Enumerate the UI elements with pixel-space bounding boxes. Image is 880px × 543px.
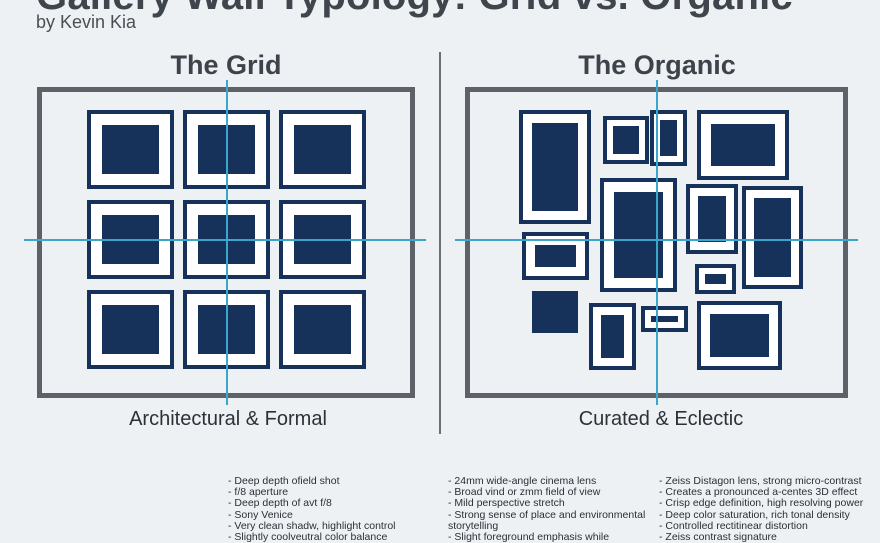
grid-caption: Architectural & Formal [129, 408, 327, 430]
organic-frame [641, 306, 688, 332]
organic-frame [697, 301, 782, 370]
notes-column-3: - Zeiss Distagon lens, strong micro-cont… [659, 475, 864, 543]
organic-frame [742, 186, 803, 289]
note-item: - Sony Venice [228, 508, 293, 521]
organic-frame [686, 184, 738, 254]
organic-frame [695, 264, 736, 294]
organic-horizontal-axis [455, 239, 858, 241]
note-item: - Very clean shadw, highlight control [228, 519, 396, 532]
note-item: - Deep depth ofield shot [228, 475, 340, 487]
note-item: - Controlled rectitinear distortion [659, 519, 808, 532]
note-item: - Crisp edge definition, high resolving … [659, 497, 864, 510]
organic-frame [697, 110, 789, 180]
panel-divider [439, 52, 441, 434]
note-item: - f/8 aperture [228, 486, 289, 499]
note-item: - Slight foreground emphasis while [448, 531, 610, 543]
notes-column-1: - Deep depth ofield shot- f/8 aperture- … [228, 475, 396, 543]
note-item: - Deep depth of avt f/8 [228, 497, 332, 510]
grid-vertical-axis [226, 80, 228, 405]
note-item: - 24mm wide-angle cinema lens [448, 475, 597, 487]
grid-frame [87, 290, 174, 369]
note-item: - Broad vind or zmm field of view [448, 486, 601, 499]
organic-caption: Curated & Eclectic [578, 408, 744, 430]
note-item: - Mild perspective stretch [448, 497, 565, 510]
organic-frame [532, 291, 578, 333]
note-item: storytelling [448, 519, 499, 532]
note-item: - Slightly coolveutral color balance [228, 531, 388, 543]
notes-column-2: - 24mm wide-angle cinema lens- Broad vin… [448, 475, 646, 543]
note-item: - Zeiss Distagon lens, strong micro-cont… [659, 475, 862, 487]
note-item: - Creates a pronounced a-centes 3D effec… [659, 486, 858, 499]
grid-frame [279, 290, 366, 369]
grid-horizontal-axis [24, 239, 426, 241]
note-item: - Strong sense of place and environmenta… [448, 508, 646, 521]
page-title: Gallery Wall Typology: Grid vs. Organic [36, 0, 793, 19]
note-item: - Deep color saturation, rich tonal dens… [659, 508, 850, 521]
organic-frame [600, 178, 677, 292]
grid-frame [279, 110, 366, 189]
note-item: - Zeiss contrast signature [659, 531, 777, 543]
organic-frame [589, 303, 636, 370]
organic-frame [519, 110, 591, 224]
grid-frame [87, 110, 174, 189]
byline: by Kevin Kia [36, 12, 137, 32]
organic-frame [603, 116, 649, 164]
grid-heading: The Grid [170, 50, 282, 80]
organic-heading: The Organic [578, 50, 736, 80]
organic-vertical-axis [656, 80, 658, 405]
